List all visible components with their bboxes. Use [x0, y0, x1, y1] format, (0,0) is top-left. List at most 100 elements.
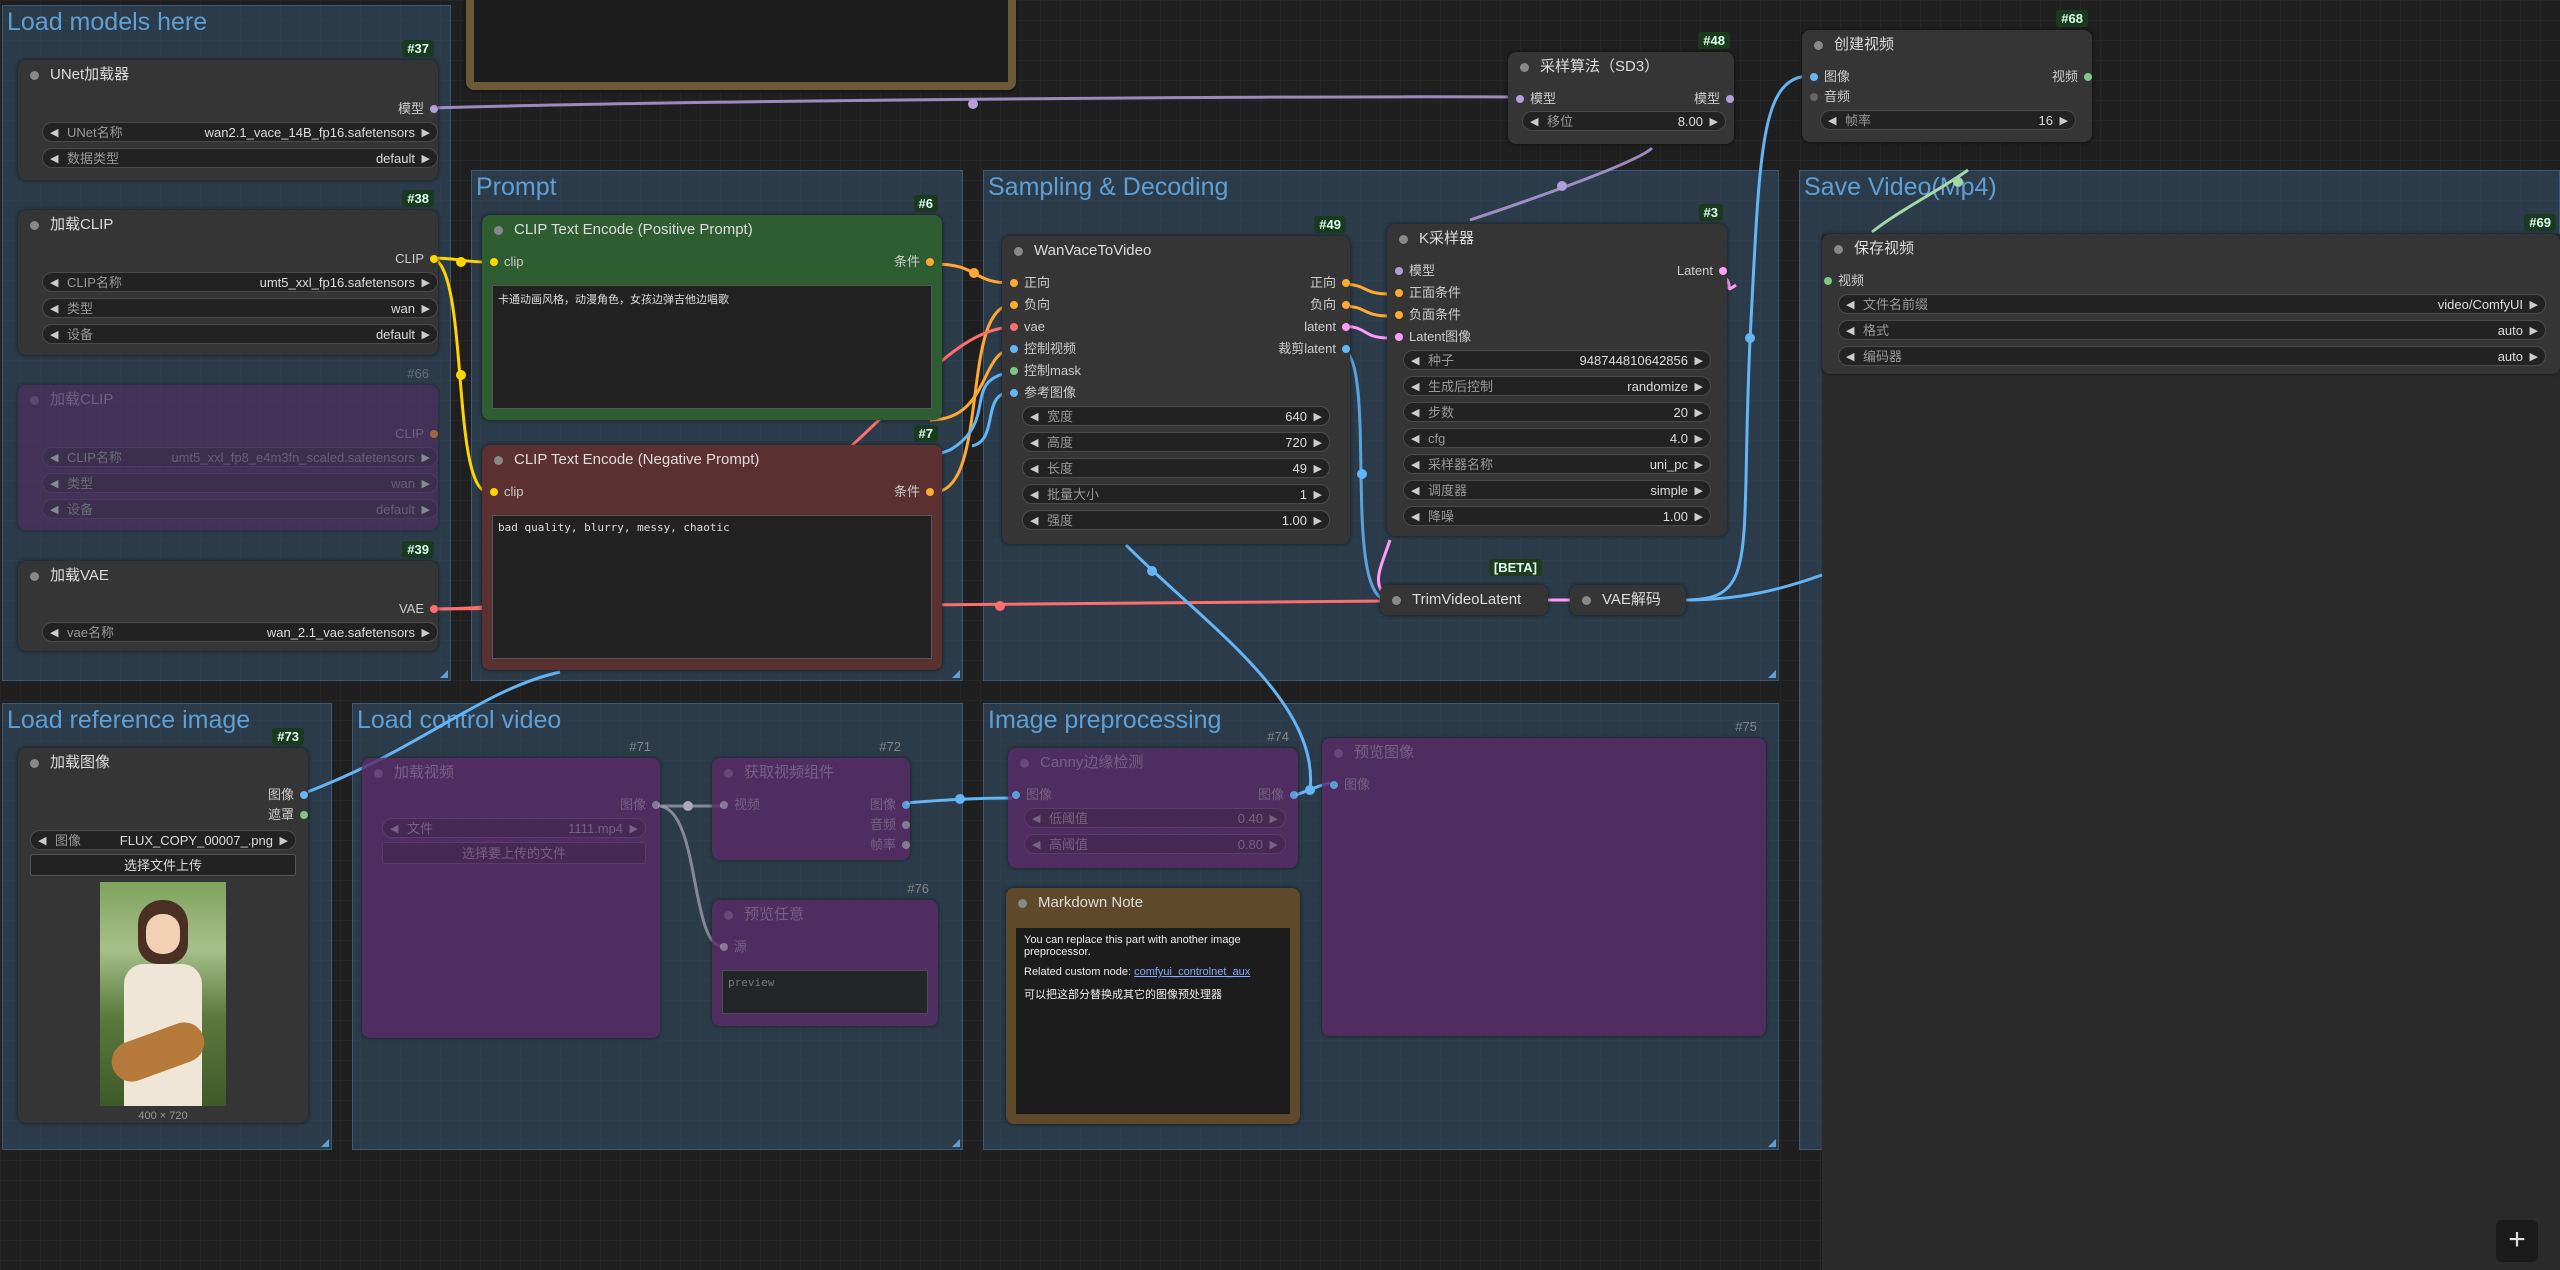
wan-input-slot[interactable]: 控制mask [1010, 362, 1081, 380]
note-link[interactable]: comfyui_controlnet_aux [1134, 966, 1251, 978]
wan-output-slot[interactable]: 负向 [1310, 296, 1350, 314]
group-title[interactable]: Load models here [7, 8, 208, 36]
node-positive-prompt[interactable]: #6 CLIP Text Encode (Positive Prompt) cl… [482, 195, 942, 420]
input-model[interactable]: 模型 [1516, 90, 1556, 108]
output-video[interactable]: 视频 [2052, 68, 2092, 86]
output-image[interactable]: 图像 [268, 786, 308, 804]
output-image[interactable]: 图像 [870, 796, 910, 814]
input-audio[interactable]: 音频 [1810, 88, 1850, 106]
wan-output-slot[interactable]: 裁剪latent [1278, 340, 1350, 358]
wan-input-slot[interactable]: 控制视频 [1010, 340, 1076, 358]
input-source[interactable]: 源 [720, 938, 747, 956]
ksampler-input-slot[interactable]: 正面条件 [1395, 284, 1461, 302]
output-image[interactable]: 图像 [620, 796, 660, 814]
output-mask[interactable]: 遮罩 [268, 806, 308, 824]
output-clip[interactable]: CLIP [395, 425, 438, 443]
upload-button[interactable]: 选择文件上传 [30, 854, 296, 876]
input-image[interactable]: 图像 [1330, 776, 1370, 794]
node-negative-prompt[interactable]: #7 CLIP Text Encode (Negative Prompt) cl… [482, 425, 942, 670]
output-conditioning[interactable]: 条件 [894, 253, 934, 271]
preview-text[interactable]: preview [722, 970, 928, 1014]
input-video[interactable]: 视频 [720, 796, 760, 814]
input-video[interactable]: 视频 [1824, 272, 1864, 290]
node-markdown-note[interactable]: Markdown Note You can replace this part … [1006, 888, 1300, 1124]
ksampler-input-slot[interactable]: 模型 [1395, 262, 1435, 280]
node-vae-decode[interactable]: VAE解码 [1570, 585, 1686, 615]
output-latent[interactable]: Latent [1677, 262, 1727, 280]
group-title[interactable]: Sampling & Decoding [988, 173, 1229, 201]
node-preview-image[interactable]: #75 预览图像 图像 [1322, 719, 1766, 1036]
output-audio[interactable]: 音频 [870, 816, 910, 834]
upload-button[interactable]: 选择要上传的文件 [382, 842, 646, 864]
node-get-video-components[interactable]: #72 获取视频组件 视频 图像 音频 帧率 [712, 739, 910, 860]
input-image[interactable]: 图像 [1012, 786, 1052, 804]
wan-input-slot[interactable]: 参考图像 [1010, 384, 1076, 402]
add-node-button[interactable]: + [2496, 1220, 2538, 1262]
group-title[interactable]: Image preprocessing [988, 706, 1222, 734]
output-vae[interactable]: VAE [399, 600, 438, 618]
ksampler-input-slot[interactable]: 负面条件 [1395, 306, 1461, 324]
group-title[interactable]: Load control video [357, 706, 562, 734]
wan-input-slot[interactable]: vae [1010, 318, 1045, 336]
wan-output-slot[interactable]: latent [1304, 318, 1350, 336]
group-title[interactable]: Save Video(Mp4) [1804, 173, 1997, 201]
wan-input-slot[interactable]: 负向 [1010, 296, 1050, 314]
input-image[interactable]: 图像 [1810, 68, 1850, 86]
prompt-text[interactable]: bad quality, blurry, messy, chaotic [492, 515, 932, 659]
wan-output-slot[interactable]: 正向 [1310, 274, 1350, 292]
ksampler-input-slot[interactable]: Latent图像 [1395, 328, 1471, 346]
group-title[interactable]: Load reference image [7, 706, 251, 734]
node-trim-video-latent[interactable]: [BETA] TrimVideoLatent [1380, 559, 1548, 615]
output-model[interactable]: 模型 [1694, 90, 1734, 108]
input-clip[interactable]: clip [490, 483, 524, 501]
wan-input-slot[interactable]: 正向 [1010, 274, 1050, 292]
output-image[interactable]: 图像 [1258, 786, 1298, 804]
output-model[interactable]: 模型 [398, 100, 438, 118]
output-fps[interactable]: 帧率 [870, 836, 910, 854]
output-conditioning[interactable]: 条件 [894, 483, 934, 501]
output-clip[interactable]: CLIP [395, 250, 438, 268]
partial-note-node[interactable] [466, 0, 1016, 90]
